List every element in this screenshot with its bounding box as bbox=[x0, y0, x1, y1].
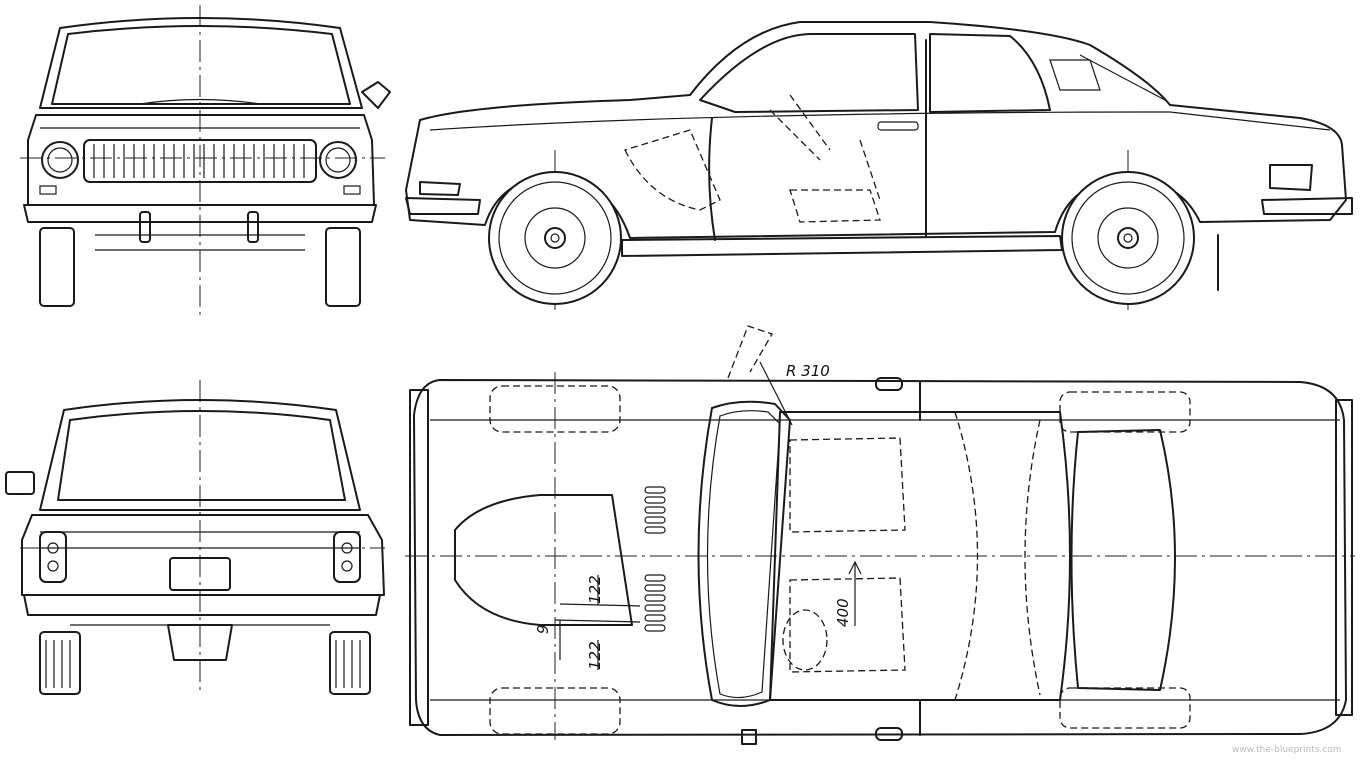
side-front-bumper bbox=[405, 197, 481, 215]
left-tail-light bbox=[39, 531, 67, 583]
front-seat-left bbox=[789, 437, 906, 533]
front-grille-slats bbox=[93, 144, 305, 178]
top-rear-window bbox=[1070, 429, 1176, 691]
side-front-wheel bbox=[488, 171, 622, 305]
rear-right-tyre bbox=[329, 631, 371, 695]
rear-plate bbox=[169, 557, 231, 591]
front-left-tyre bbox=[39, 227, 75, 307]
top-front-bumper bbox=[409, 389, 429, 726]
rear-bumper bbox=[23, 594, 381, 616]
steering-wheel bbox=[782, 609, 828, 671]
top-roof bbox=[769, 411, 1071, 701]
radius-label: R 310 bbox=[786, 362, 830, 380]
left-headlight bbox=[41, 141, 79, 179]
right-tail-light bbox=[333, 531, 361, 583]
top-front-right-wheel bbox=[489, 687, 621, 735]
rear-window bbox=[57, 410, 346, 501]
watermark: www.the-blueprints.com bbox=[1232, 745, 1342, 755]
top-rear-bumper bbox=[1335, 399, 1353, 716]
top-view bbox=[405, 325, 1355, 745]
front-side-window bbox=[699, 33, 919, 113]
side-rear-wheel bbox=[1061, 171, 1195, 305]
rear-left-tyre bbox=[39, 631, 81, 695]
front-view bbox=[20, 5, 391, 320]
hood-bulge bbox=[454, 494, 633, 626]
offset-lower-label: 122 bbox=[586, 641, 604, 670]
right-headlight bbox=[319, 141, 357, 179]
side-rear-bumper bbox=[1261, 197, 1353, 215]
front-right-tyre bbox=[325, 227, 361, 307]
length-400-label: 400 bbox=[834, 598, 852, 627]
side-mirror bbox=[361, 81, 391, 109]
front-bumper bbox=[23, 204, 377, 223]
small-9-label: 9 bbox=[534, 624, 552, 634]
hood-vents bbox=[644, 486, 666, 632]
front-seat-right bbox=[789, 577, 906, 673]
offset-upper-label: 122 bbox=[586, 575, 604, 604]
side-view bbox=[405, 21, 1353, 310]
side-tail-light bbox=[1269, 164, 1313, 191]
top-front-left-wheel bbox=[489, 385, 621, 433]
door-handle bbox=[877, 121, 919, 131]
rear-side-mirror bbox=[5, 471, 35, 495]
rear-view bbox=[5, 380, 385, 695]
top-windshield bbox=[697, 400, 791, 707]
rear-side-window bbox=[929, 33, 1051, 113]
